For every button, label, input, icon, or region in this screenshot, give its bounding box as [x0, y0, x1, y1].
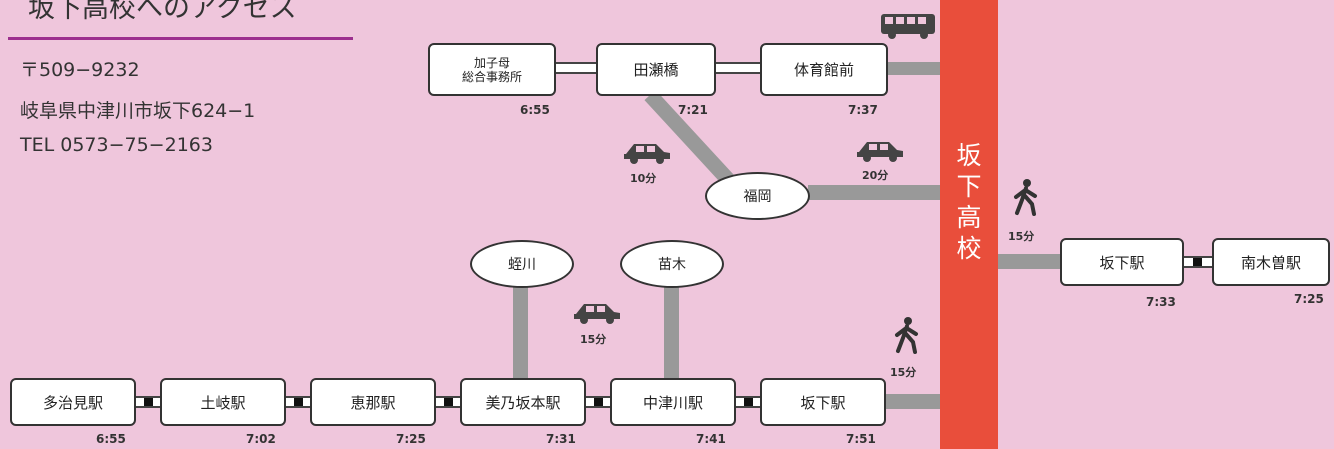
- place-naegi: 苗木: [620, 240, 724, 288]
- rail-segment: [734, 396, 764, 408]
- station-ena: 恵那駅: [310, 378, 436, 426]
- car-time-rail: 15分: [580, 333, 607, 346]
- title-underline: [8, 37, 353, 40]
- page-title: 坂下高校へのアクセス: [28, 0, 297, 24]
- bus-stop-kashimo: 加子母 総合事務所: [428, 43, 556, 96]
- time-sakashita: 7:51: [846, 432, 876, 446]
- station-tajimi: 多治見駅: [10, 378, 136, 426]
- place-fukuoka: 福岡: [705, 172, 810, 220]
- bus-stop-taseha: 田瀬橋: [596, 43, 716, 96]
- time-ena: 7:25: [396, 432, 426, 446]
- road-naegi-nakatsugawa: [664, 286, 679, 378]
- school-char-3: 高: [956, 203, 982, 232]
- time-toki: 7:02: [246, 432, 276, 446]
- rail-segment: [284, 396, 314, 408]
- school-char-4: 校: [956, 234, 982, 263]
- bus-link-2: [714, 62, 762, 74]
- school-phone: TEL 0573−75−2163: [20, 134, 213, 156]
- time-kashimo: 6:55: [520, 103, 550, 117]
- school-bar: [940, 0, 998, 449]
- walking-person-icon: [1014, 179, 1037, 216]
- time-sakashita-east: 7:33: [1146, 295, 1176, 309]
- road-sakashita-school: [884, 394, 940, 409]
- bus-stop-kashimo-line1: 加子母: [473, 55, 510, 70]
- road-taiikukan-school: [886, 62, 940, 75]
- bus-stop-taiikukan: 体育館前: [760, 43, 888, 96]
- car-time-school: 20分: [862, 169, 889, 182]
- station-sakashita: 坂下駅: [760, 378, 886, 426]
- road-hirukawa-minosakamoto: [513, 286, 528, 378]
- station-nagiso: 南木曽駅: [1212, 238, 1330, 286]
- time-taiikukan: 7:37: [848, 103, 878, 117]
- station-toki: 土岐駅: [160, 378, 286, 426]
- time-taseha: 7:21: [678, 103, 708, 117]
- school-char-1: 坂: [956, 141, 982, 170]
- bus-icon: [881, 14, 935, 39]
- car-icon: [624, 144, 670, 164]
- road-fukuoka-school: [808, 185, 940, 200]
- time-minosakamoto: 7:31: [546, 432, 576, 446]
- postal-code: 〒509−9232: [20, 59, 140, 81]
- rail-segment: [434, 396, 464, 408]
- bus-link-1: [554, 62, 598, 74]
- station-sakashita-east: 坂下駅: [1060, 238, 1184, 286]
- car-icon: [857, 142, 903, 162]
- car-time-fukuoka: 10分: [630, 172, 657, 185]
- rail-segment: [1182, 256, 1214, 268]
- time-nagiso: 7:25: [1294, 292, 1324, 306]
- station-nakatsugawa: 中津川駅: [610, 378, 736, 426]
- road-school-sakashita-east: [998, 254, 1062, 269]
- walking-person-icon: [895, 317, 918, 354]
- school-address: 岐阜県中津川市坂下624−1: [20, 100, 256, 122]
- school-char-2: 下: [956, 172, 982, 201]
- time-tajimi: 6:55: [96, 432, 126, 446]
- time-nakatsugawa: 7:41: [696, 432, 726, 446]
- rail-segment: [584, 396, 614, 408]
- school-label: 坂 下 高 校: [940, 140, 998, 264]
- walk-time-rail: 15分: [890, 366, 917, 379]
- station-minosakamoto: 美乃坂本駅: [460, 378, 586, 426]
- car-icon: [574, 304, 620, 324]
- walk-time-east: 15分: [1008, 230, 1035, 243]
- place-hirukawa: 蛭川: [470, 240, 574, 288]
- rail-segment: [134, 396, 164, 408]
- bus-stop-kashimo-line2: 総合事務所: [461, 69, 522, 84]
